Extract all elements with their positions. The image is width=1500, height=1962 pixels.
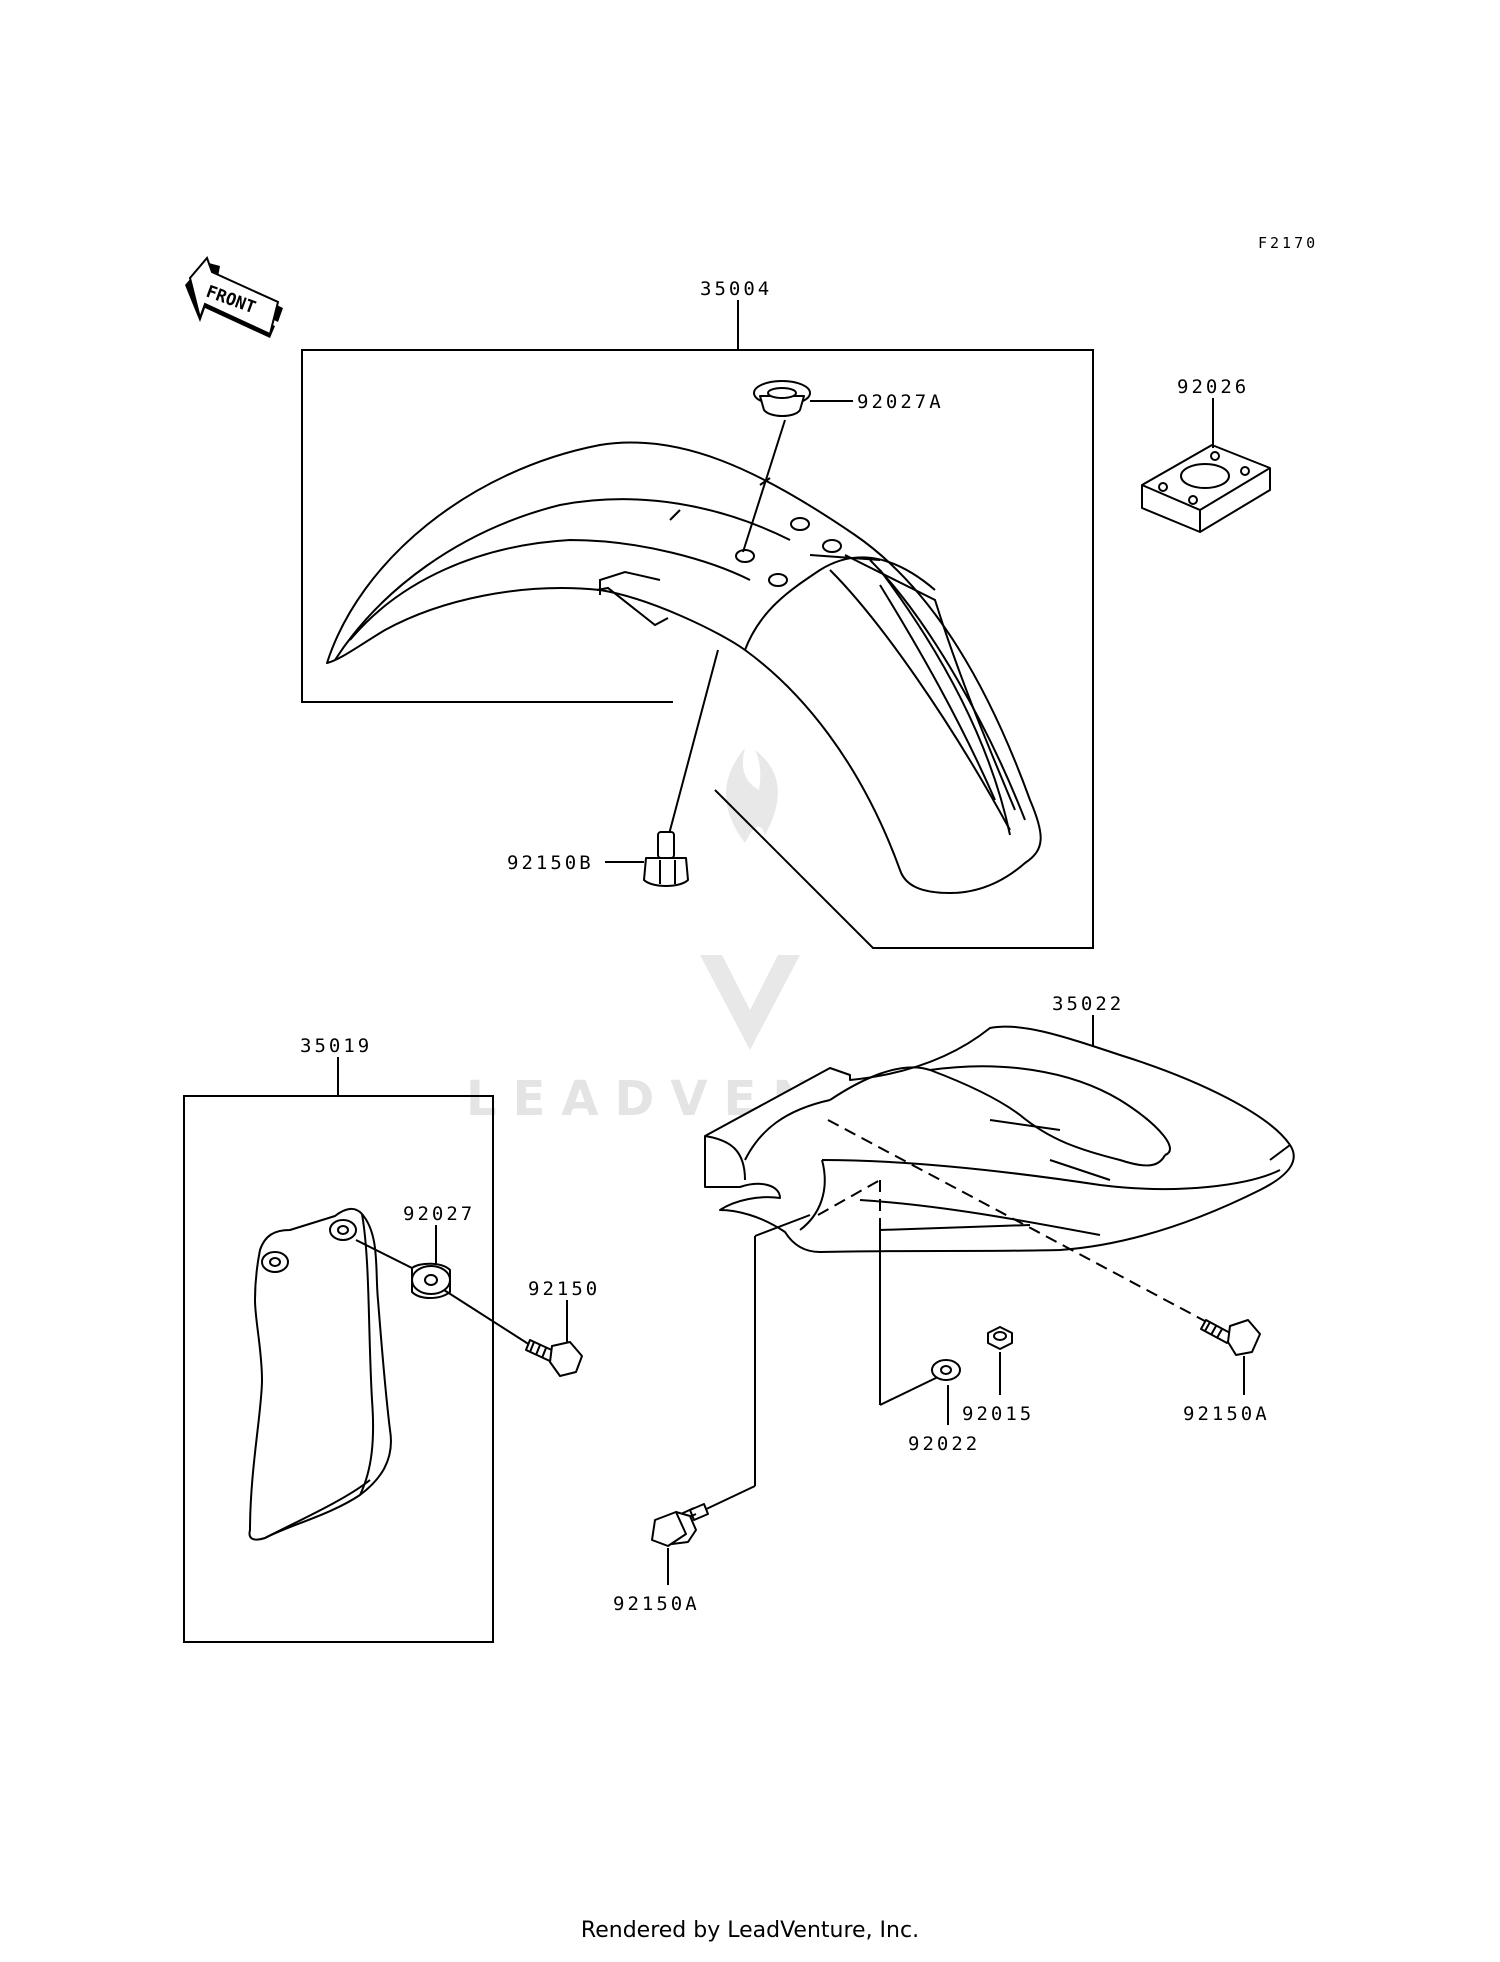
label-92015: 92015 [962,1403,1034,1425]
label-92026: 92026 [1177,376,1249,398]
rear-fender [704,1025,1295,1253]
front-fender-kit-box [301,349,1094,949]
block-92026 [1141,444,1271,533]
label-92022: 92022 [908,1433,980,1455]
grommet-92027 [411,1262,451,1299]
bolt-92150 [525,1339,583,1377]
front-fender [326,441,1042,894]
label-35004: 35004 [700,278,772,300]
nut-92015 [987,1326,1013,1350]
label-92150A-bottom: 92150A [613,1593,700,1615]
bolt-92150A-right [1200,1319,1261,1356]
front-arrow-icon: FRONT [185,256,283,338]
fork-guard [248,1208,392,1541]
figure-code: F2170 [1258,234,1318,252]
label-92027A: 92027A [857,391,944,413]
grommet-92027A [753,380,811,417]
label-35022: 35022 [1052,993,1124,1015]
footer-credit: Rendered by LeadVenture, Inc. [580,1918,920,1943]
label-35019: 35019 [300,1035,372,1057]
label-92027: 92027 [403,1203,475,1225]
bolt-92150B [643,831,689,887]
washer-92022 [931,1359,961,1381]
label-92150B: 92150B [507,852,594,874]
label-92150: 92150 [528,1278,600,1300]
bolt-92150A-bottom [651,1503,709,1547]
label-92150A-right: 92150A [1183,1403,1270,1425]
